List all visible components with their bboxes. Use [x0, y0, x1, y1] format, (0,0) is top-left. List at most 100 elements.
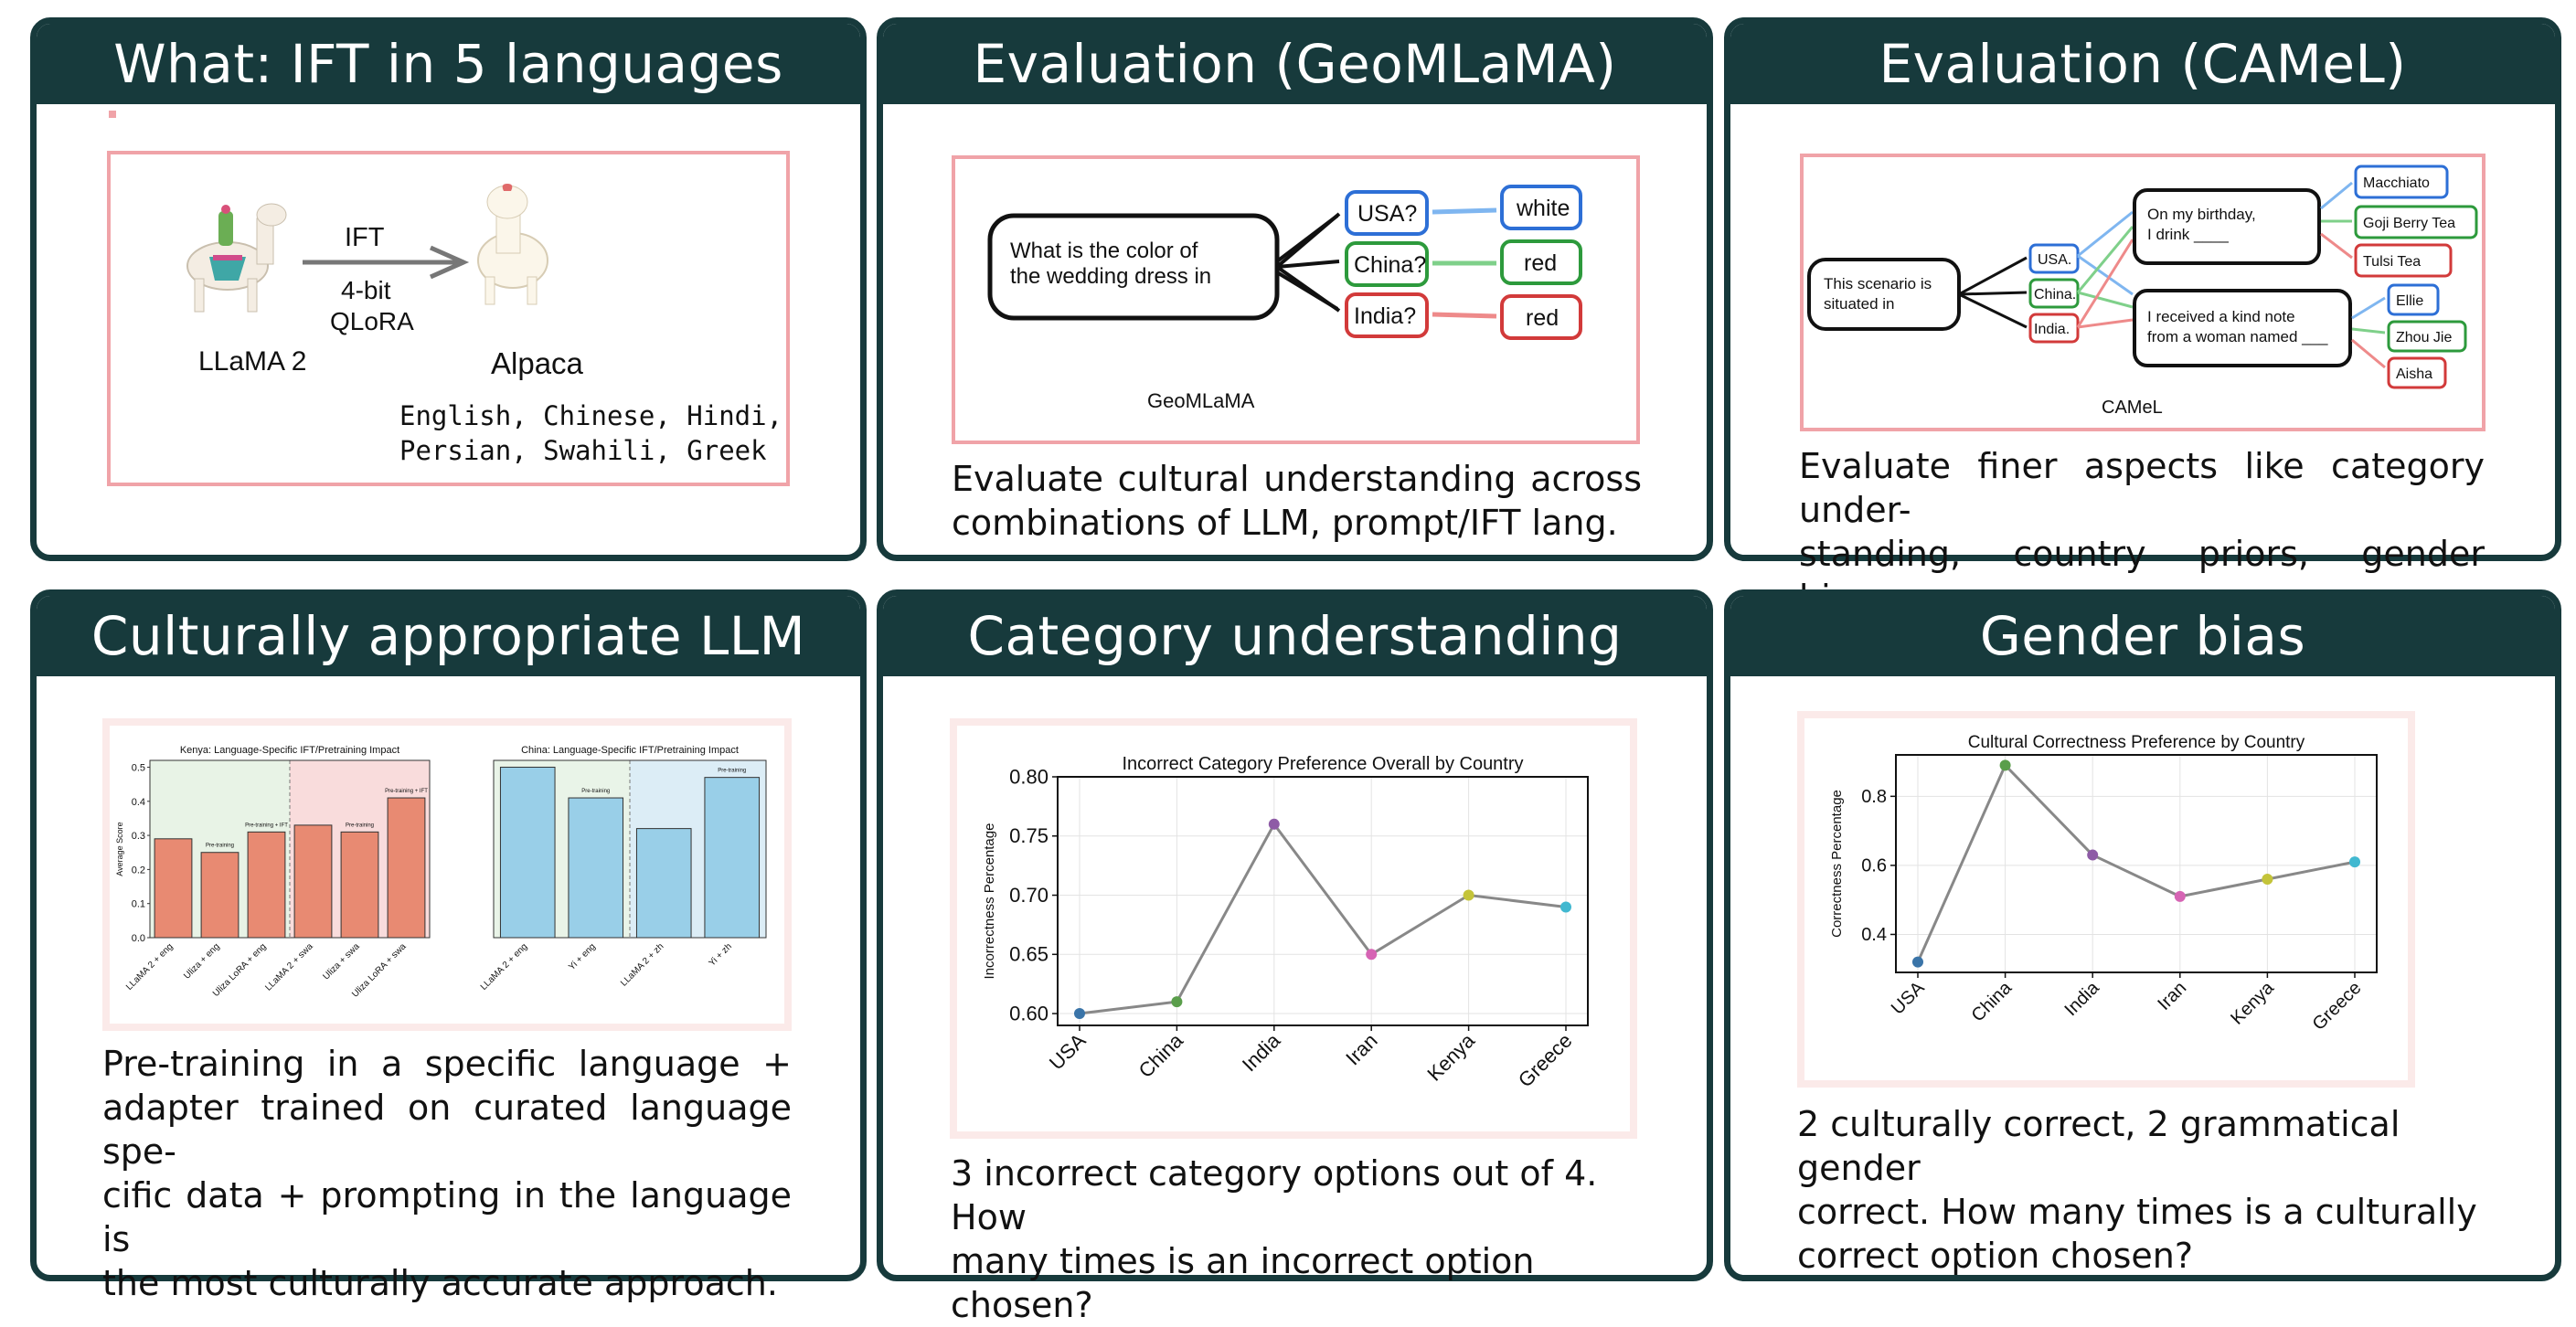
answer-china: red [1524, 250, 1557, 276]
x-tick-label: China [1968, 977, 2017, 1025]
data-point [2174, 890, 2186, 902]
gender-figure: Cultural Correctness Preference by Count… [1797, 711, 2415, 1088]
x-tick-label: LLaMA 2 + swa [263, 941, 315, 993]
name-box-2 [2387, 320, 2467, 353]
country-box-china [1345, 241, 1429, 287]
geomlama-figure: What is the color of the wedding dress i… [952, 155, 1640, 444]
prompt-drink-line-2: I drink ____ [2147, 226, 2229, 243]
answer-box-china [1500, 239, 1582, 285]
x-tick-label: LLaMA 2 + eng [124, 941, 176, 993]
chart-title: Cultural Correctness Preference by Count… [1968, 733, 2305, 752]
prompt-drink-line-1: On my birthday, [2147, 206, 2256, 223]
y-tick-label: 0.1 [132, 899, 145, 910]
caption-line-1: Evaluate cultural understanding across [952, 459, 1642, 499]
cultural-caption: Pre-training in a specific language + ad… [102, 1042, 792, 1305]
drink-box-3 [2354, 243, 2453, 278]
data-point [1171, 996, 1183, 1008]
x-tick-label: LLaMA 2 + eng [479, 941, 530, 993]
chart-title: China: Language-Specific IFT/Pretraining… [521, 745, 739, 756]
chart-title: Incorrect Category Preference Overall by… [1122, 754, 1523, 774]
chart-frame [1895, 754, 2378, 973]
x-tick-label: India [2061, 977, 2104, 1020]
panel-title: Evaluation (CAMeL) [1730, 24, 2555, 104]
name-option-1: Ellie [2396, 293, 2423, 309]
camel-country-box-usa [2028, 243, 2080, 274]
geomlama-figure-label: GeoMLaMA [1147, 389, 1255, 412]
bar [340, 831, 379, 939]
camel-figure: This scenario is situated in USA. China.… [1800, 154, 2486, 431]
x-tick-label: Iran [1341, 1029, 1381, 1069]
bar [293, 824, 333, 939]
category-figure: Incorrect Category Preference Overall by… [950, 718, 1637, 1139]
y-tick-label: 0.70 [1009, 884, 1048, 907]
camel-diagram: This scenario is situated in USA. China.… [1807, 165, 2478, 418]
answer-box-usa [1500, 185, 1582, 230]
x-tick-label: Kenya [2227, 977, 2278, 1028]
drink-option-2: Goji Berry Tea [2363, 216, 2455, 231]
gender-caption: 2 culturally correct, 2 grammatical gend… [1797, 1102, 2492, 1278]
y-tick-label: 0.80 [1009, 765, 1048, 788]
caption-line-1: 3 incorrect category options out of 4. H… [951, 1153, 1598, 1237]
geomlama-caption: Evaluate cultural understanding across c… [952, 457, 1642, 545]
y-tick-label: 0.75 [1009, 824, 1048, 847]
chart-frame [149, 759, 431, 939]
panel-title: Category understanding [883, 596, 1707, 676]
drink-box-1 [2354, 165, 2449, 199]
data-point [1999, 759, 2011, 771]
prompt-box-drink [2133, 188, 2321, 265]
country-box-india [1345, 292, 1429, 338]
camel-figure-label: CAMeL [2102, 398, 2163, 418]
alpaca-icon [477, 184, 548, 305]
ift-qlora-label: QLoRA [330, 307, 414, 335]
caption-line-1: 2 culturally correct, 2 grammatical gend… [1797, 1104, 2400, 1188]
data-point [2087, 849, 2099, 861]
bar [247, 831, 286, 939]
y-axis-label: Correctness Percentage [1829, 790, 1845, 938]
answer-india: red [1526, 305, 1559, 331]
drink-box-2 [2354, 205, 2478, 239]
y-tick-label: 0.60 [1009, 1002, 1048, 1024]
data-point [2262, 874, 2273, 885]
bar-annotation: Pre-training [206, 844, 234, 849]
languages-line-2: Persian, Swahili, Greek [399, 435, 767, 466]
fanout-arrows [1275, 212, 1341, 313]
country-box-usa [1345, 190, 1429, 236]
category-caption: 3 incorrect category options out of 4. H… [951, 1152, 1645, 1327]
ift-figure-frame: LLaMA 2 IFT 4-bit QLoRA Alpaca English, … [107, 151, 790, 486]
bar-annotation: Pre-training [581, 789, 610, 794]
caption-line-1: Evaluate finer aspects like category und… [1799, 446, 2485, 530]
name-box-3 [2387, 356, 2447, 389]
x-tick-label: Yi + zh [708, 941, 734, 968]
chart-frame [493, 759, 767, 939]
name-box-1 [2387, 283, 2440, 316]
prompt-name-line-1: I received a kind note [2147, 308, 2295, 325]
drink-option-3: Tulsi Tea [2363, 254, 2421, 270]
panel-title: Culturally appropriate LLM [37, 596, 860, 676]
x-tick-label: Yi + eng [567, 941, 598, 972]
languages-line-1: English, Chinese, Hindi, [399, 400, 782, 431]
panel-title: What: IFT in 5 languages [37, 24, 860, 104]
bar-annotation: Pre-training + IFT [245, 823, 288, 828]
chart-title: Kenya: Language-Specific IFT/Pretraining… [180, 745, 399, 756]
country-usa: USA? [1357, 201, 1417, 227]
name-option-3: Aisha [2396, 366, 2432, 382]
data-point [1912, 956, 1923, 968]
geomlama-diagram: What is the color of the wedding dress i… [987, 185, 1582, 412]
y-tick-label: 0.6 [1861, 856, 1887, 876]
y-axis-label: Incorrectness Percentage [982, 823, 997, 980]
bar [387, 797, 426, 939]
x-tick-label: Iran [2154, 978, 2190, 1014]
ift-figure [109, 111, 116, 118]
panel-body [37, 111, 860, 555]
name-option-2: Zhou Jie [2396, 330, 2452, 345]
y-tick-label: 0.4 [132, 797, 145, 808]
camel-country-usa: USA. [2038, 252, 2071, 268]
data-point [1268, 818, 1280, 830]
panel-title: Evaluation (GeoMLaMA) [883, 24, 1707, 104]
prompt-name-line-2: from a woman named ___ [2147, 328, 2328, 345]
data-point [1366, 949, 1378, 961]
bar-annotation: Pre-training [718, 769, 746, 774]
bar [704, 777, 761, 939]
y-axis-label: Average Score [115, 822, 124, 876]
cultural-figure: Kenya: Language-Specific IFT/Pretraining… [102, 718, 792, 1031]
